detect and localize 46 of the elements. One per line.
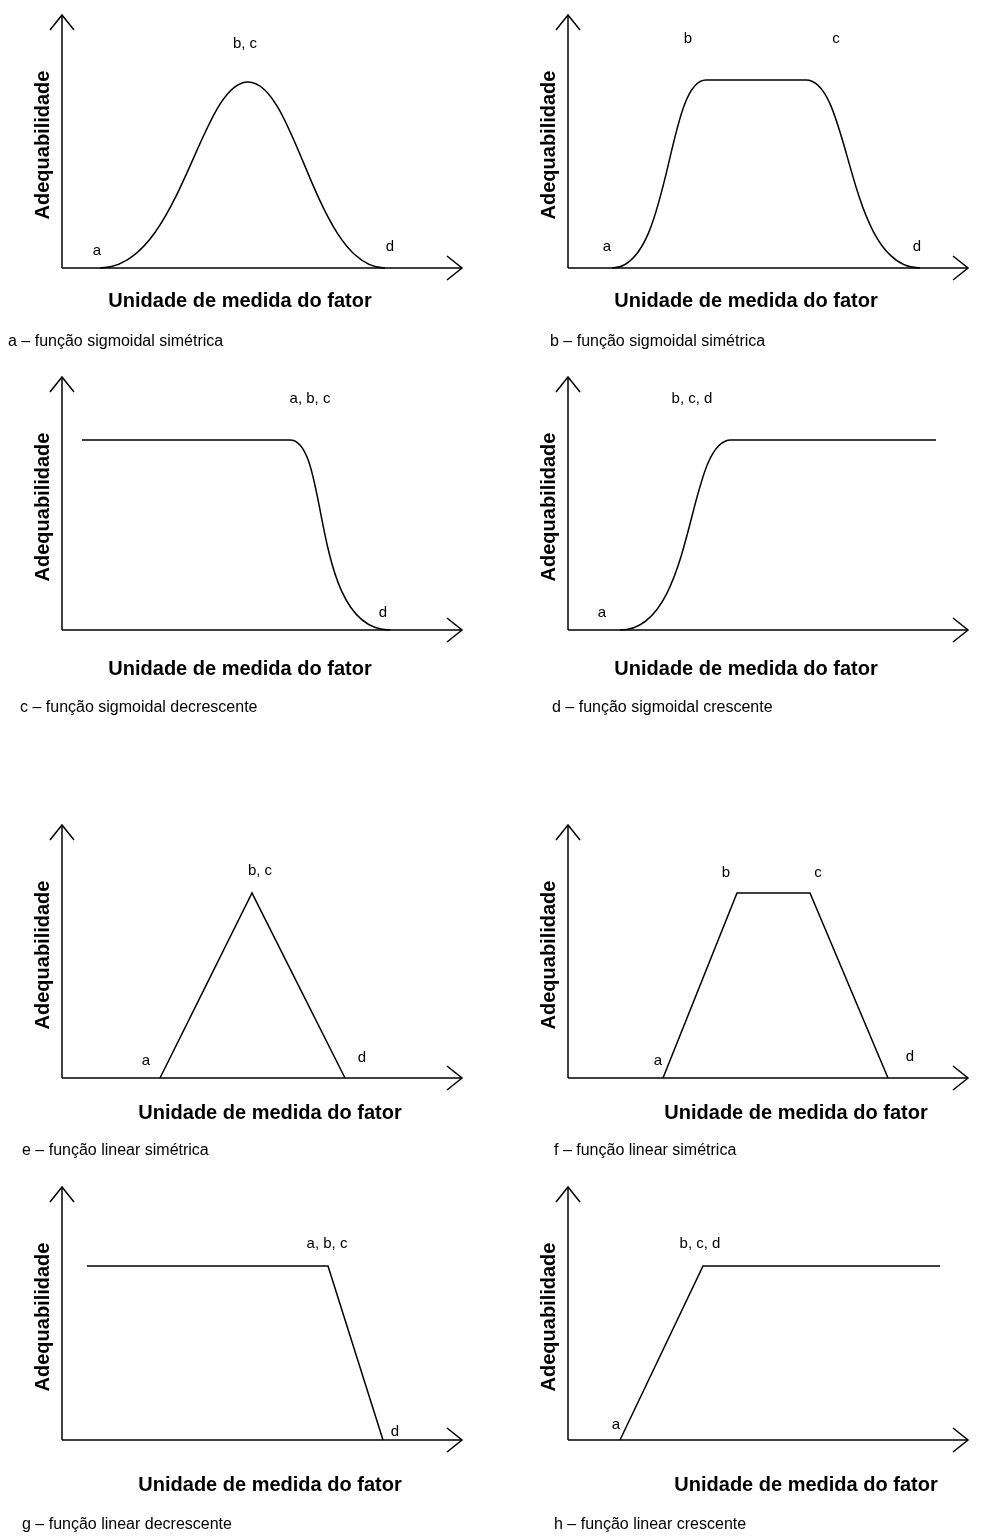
point-label: c	[832, 29, 840, 47]
point-label: d	[385, 237, 395, 255]
axis-title: Unidade de medida do fator	[614, 657, 878, 679]
point-label: b	[683, 29, 693, 47]
caption: e – função linear simétrica	[22, 1141, 209, 1159]
point-label: a	[141, 1051, 151, 1069]
axis-title: Adequabilidade	[31, 1242, 53, 1392]
point-label: a	[602, 237, 612, 255]
point-label: d	[912, 237, 922, 255]
axis-title: Adequabilidade	[31, 70, 53, 220]
caption: d – função sigmoidal crescente	[552, 698, 773, 716]
axis-title: Adequabilidade	[537, 880, 559, 1030]
point-label: d	[905, 1047, 915, 1065]
point-label: b, c	[232, 34, 258, 52]
caption: c – função sigmoidal decrescente	[20, 698, 258, 716]
caption: g – função linear decrescente	[22, 1515, 232, 1533]
point-label: b	[721, 863, 731, 881]
caption: h – função linear crescente	[554, 1515, 747, 1533]
point-label: d	[378, 603, 388, 621]
axis-title: Unidade de medida do fator	[108, 289, 372, 311]
point-label: a, b, c	[289, 389, 331, 407]
point-label: b, c, d	[679, 1234, 721, 1252]
axis-title: Unidade de medida do fator	[138, 1101, 402, 1123]
point-label: a, b, c	[306, 1234, 348, 1252]
point-label: a	[92, 241, 102, 259]
axis-title: Unidade de medida do fator	[674, 1473, 938, 1495]
point-label: a	[597, 603, 607, 621]
caption: b – função sigmoidal simétrica	[550, 332, 766, 350]
axis-title: Adequabilidade	[31, 432, 53, 582]
axis-title: Unidade de medida do fator	[138, 1473, 402, 1495]
point-label: a	[611, 1415, 621, 1433]
point-label: b, c	[247, 861, 273, 879]
caption: a – função sigmoidal simétrica	[8, 332, 224, 350]
axis-title: Unidade de medida do fator	[614, 289, 878, 311]
point-label: c	[814, 863, 822, 881]
caption: f – função linear simétrica	[554, 1141, 737, 1159]
axis-title: Adequabilidade	[31, 880, 53, 1030]
point-label: b, c, d	[671, 389, 713, 407]
point-label: d	[390, 1422, 400, 1440]
axis-title: Unidade de medida do fator	[108, 657, 372, 679]
axis-title: Adequabilidade	[537, 70, 559, 220]
point-label: d	[357, 1048, 367, 1066]
axis-title: Unidade de medida do fator	[664, 1101, 928, 1123]
axis-title: Adequabilidade	[537, 1242, 559, 1392]
point-label: a	[653, 1051, 663, 1069]
axis-title: Adequabilidade	[537, 432, 559, 582]
